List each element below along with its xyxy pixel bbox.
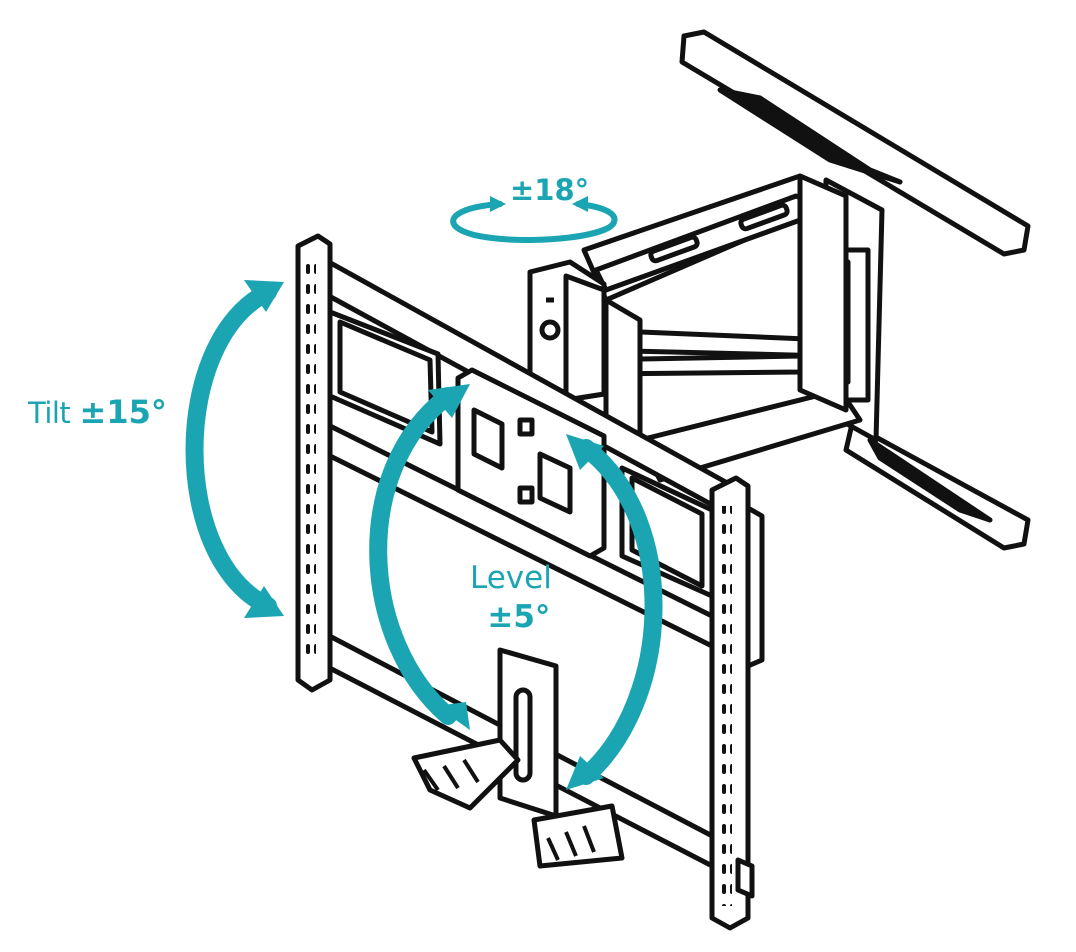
level-label: Level ±5° (470, 563, 552, 633)
arm-assembly (581, 173, 863, 483)
tilt-label: Tilt ±15° (28, 396, 167, 428)
wall-plate (679, 29, 1031, 551)
tilt-value: ±15° (79, 393, 167, 431)
tilt-text: Tilt (28, 396, 71, 430)
level-value: ±5° (487, 599, 551, 635)
swivel-arrow-icon (450, 196, 618, 243)
swivel-value: ±18° (510, 173, 590, 207)
level-arrow-icon (369, 384, 663, 790)
tilt-arrow-icon (185, 280, 284, 618)
level-text: Level (470, 560, 552, 596)
